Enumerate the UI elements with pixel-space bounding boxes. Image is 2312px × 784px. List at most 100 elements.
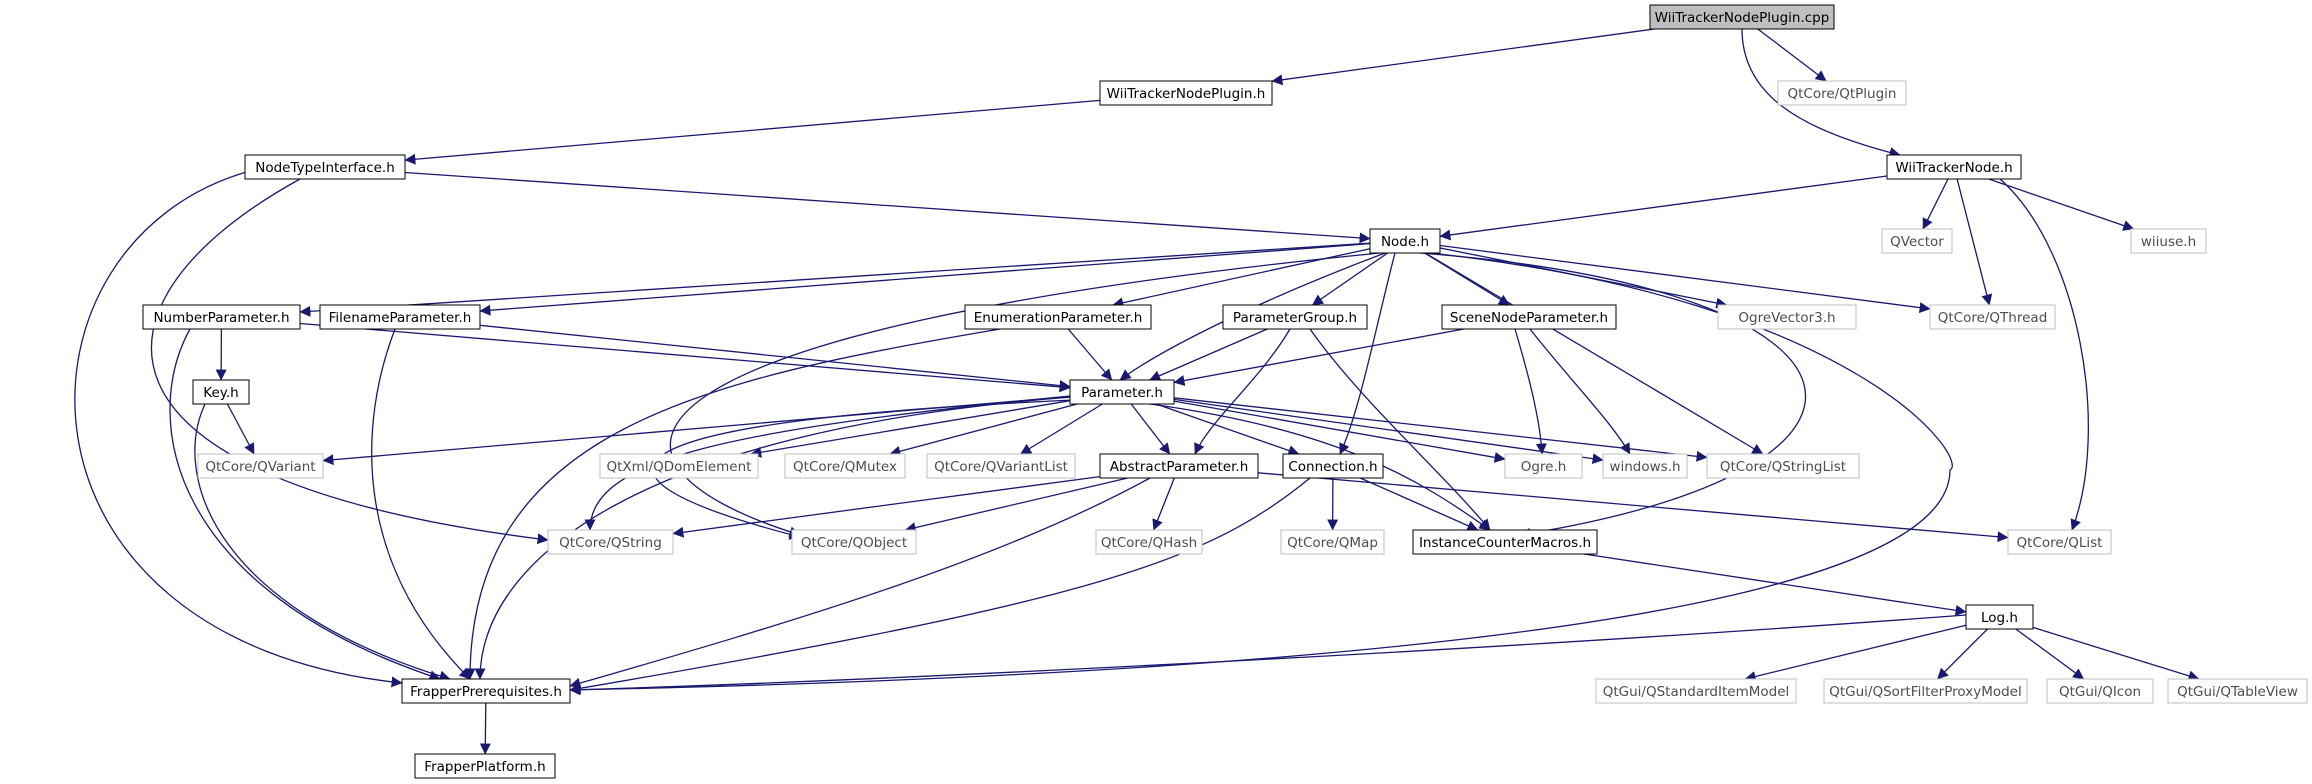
node-numparam-h[interactable]: NumberParameter.h — [142, 304, 301, 330]
edge-absparam_h-to-qlist — [1257, 472, 2009, 543]
node-qsim[interactable]: QtGui/QStandardItemModel — [1595, 678, 1797, 704]
node-qtableview[interactable]: QtGui/QTableView — [2167, 678, 2308, 704]
node-label: wiiuse.h — [2141, 234, 2196, 250]
edge-paramgroup_h-to-param_h — [1149, 328, 1268, 381]
edge-cpp-to-plugin_h — [1271, 28, 1655, 86]
node-sceneparam-h[interactable]: SceneNodeParameter.h — [1441, 304, 1617, 330]
node-qobject[interactable]: QtCore/QObject — [791, 529, 917, 555]
node-qicon[interactable]: QtGui/QIcon — [2046, 678, 2154, 704]
edge-param_h-to-absparam_h — [1130, 403, 1171, 455]
node-cpp[interactable]: WiiTrackerNodePlugin.cpp — [1649, 4, 1835, 30]
node-qvector[interactable]: QVector — [1881, 228, 1953, 254]
node-label: windows.h — [1609, 459, 1680, 475]
node-node-h[interactable]: Node.h — [1369, 228, 1441, 254]
node-label: Ogre.h — [1521, 459, 1567, 475]
node-windows-h[interactable]: windows.h — [1602, 453, 1688, 479]
edge-log_h-to-qicon — [2015, 628, 2085, 680]
node-label: Parameter.h — [1081, 385, 1163, 401]
node-qdom[interactable]: QtXml/QDomElement — [599, 453, 759, 479]
node-fileparam-h[interactable]: FilenameParameter.h — [319, 304, 481, 330]
node-param-h[interactable]: Parameter.h — [1069, 379, 1175, 405]
node-label: QtGui/QSortFilterProxyModel — [1829, 684, 2021, 700]
node-box — [1886, 154, 2022, 180]
node-layer: WiiTrackerNodePlugin.cppWiiTrackerNodePl… — [142, 4, 2308, 779]
node-label: QtGui/QTableView — [2177, 684, 2298, 700]
edge-node_h-to-prereq_h — [569, 252, 1953, 696]
edge-conn_h-to-icm_h — [1359, 477, 1479, 531]
node-qsfpm[interactable]: QtGui/QSortFilterProxyModel — [1823, 678, 2028, 704]
node-label: FrapperPrerequisites.h — [410, 684, 562, 700]
edge-param_h-to-qobject — [652, 399, 1076, 540]
node-platform-h[interactable]: FrapperPlatform.h — [414, 753, 556, 779]
edge-paramgroup_h-to-icm_h — [1309, 328, 1491, 531]
node-box — [1095, 529, 1203, 555]
node-icm-h[interactable]: InstanceCounterMacros.h — [1412, 529, 1598, 555]
node-label: ParameterGroup.h — [1233, 310, 1357, 326]
edge-node_h-to-qobject — [669, 252, 1381, 538]
node-conn-h[interactable]: Connection.h — [1282, 453, 1384, 479]
edge-param_h-to-qvarlist — [1020, 403, 1103, 455]
node-box — [319, 304, 481, 330]
node-qhash[interactable]: QtCore/QHash — [1095, 529, 1203, 555]
edge-nodetype_h-to-qstring — [150, 178, 549, 545]
edge-param_h-to-ogre_h — [1173, 400, 1506, 463]
node-box — [1717, 304, 1857, 330]
edge-node_h-to-paramgroup_h — [1311, 252, 1388, 306]
node-box — [142, 304, 301, 330]
node-wiiuse[interactable]: wiiuse.h — [2130, 228, 2207, 254]
node-box — [1649, 4, 1835, 30]
edge-trackernode_h-to-wiiuse — [1988, 178, 2135, 231]
node-qthread[interactable]: QtCore/QThread — [1929, 304, 2056, 330]
node-label: WiiTrackerNodePlugin.h — [1107, 86, 1266, 102]
node-paramgroup-h[interactable]: ParameterGroup.h — [1222, 304, 1368, 330]
edge-node_h-to-param_h — [1119, 252, 1386, 381]
node-ogre-h[interactable]: Ogre.h — [1504, 453, 1583, 479]
node-trackernode-h[interactable]: WiiTrackerNode.h — [1886, 154, 2022, 180]
node-label: QtCore/QStringList — [1720, 459, 1846, 475]
node-box — [1504, 453, 1583, 479]
node-box — [599, 453, 759, 479]
node-box — [1929, 304, 2056, 330]
node-plugin-h[interactable]: WiiTrackerNodePlugin.h — [1099, 80, 1273, 106]
node-qvariant[interactable]: QtCore/QVariant — [197, 453, 324, 479]
node-qstrlist[interactable]: QtCore/QStringList — [1706, 453, 1860, 479]
edge-fileparam_h-to-param_h — [479, 324, 1071, 391]
node-qstring[interactable]: QtCore/QString — [547, 529, 674, 555]
node-ogrevec[interactable]: OgreVector3.h — [1717, 304, 1857, 330]
node-key-h[interactable]: Key.h — [192, 379, 250, 405]
node-qmap[interactable]: QtCore/QMap — [1280, 529, 1385, 555]
node-qmutex[interactable]: QtCore/QMutex — [784, 453, 906, 479]
node-label: AbstractParameter.h — [1110, 459, 1249, 475]
edge-sceneparam_h-to-param_h — [1173, 328, 1465, 386]
edge-nodetype_h-to-node_h — [404, 171, 1371, 244]
edge-trackernode_h-to-qvector — [1922, 178, 1949, 230]
edge-cpp-to-trackernode_h — [1741, 28, 1901, 158]
node-label: QVector — [1890, 234, 1944, 250]
node-log-h[interactable]: Log.h — [1965, 604, 2034, 630]
edge-numparam_h-to-param_h — [299, 322, 1071, 393]
node-box — [1099, 80, 1273, 106]
edge-node_h-to-qthread — [1439, 244, 1931, 314]
node-label: FilenameParameter.h — [329, 310, 472, 326]
node-box — [244, 154, 406, 180]
edge-prereq_h-to-platform_h — [479, 702, 491, 755]
node-absparam-h[interactable]: AbstractParameter.h — [1099, 453, 1259, 479]
node-box — [1222, 304, 1368, 330]
node-label: QtCore/QVariant — [205, 459, 315, 475]
node-box — [197, 453, 324, 479]
node-box — [964, 304, 1152, 330]
node-qtplugin[interactable]: QtCore/QtPlugin — [1777, 80, 1907, 106]
edge-enumparam_h-to-prereq_h — [464, 328, 1001, 680]
node-qvarlist[interactable]: QtCore/QVariantList — [926, 453, 1076, 479]
edge-param_h-to-conn_h — [1155, 403, 1300, 456]
edge-conn_h-to-prereq_h — [569, 477, 1311, 694]
node-label: QtGui/QIcon — [2059, 684, 2141, 700]
node-enumparam-h[interactable]: EnumerationParameter.h — [964, 304, 1152, 330]
node-qlist[interactable]: QtCore/QList — [2007, 529, 2112, 555]
edge-param_h-to-qdom — [750, 400, 1071, 458]
node-box — [2007, 529, 2112, 555]
node-nodetype-h[interactable]: NodeTypeInterface.h — [244, 154, 406, 180]
node-prereq-h[interactable]: FrapperPrerequisites.h — [401, 678, 571, 704]
node-label: Log.h — [1981, 610, 2018, 626]
